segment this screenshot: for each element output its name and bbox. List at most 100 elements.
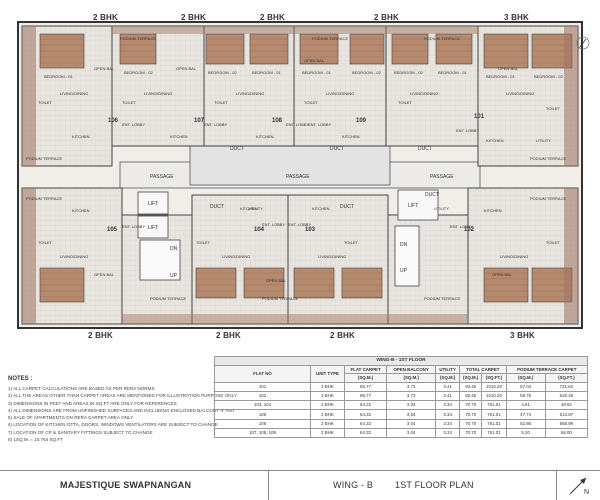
room-label: KITCHEN — [486, 138, 504, 143]
room-label: DN — [170, 246, 178, 252]
room-label: KITCHEN — [72, 134, 90, 139]
room-label: DUCT — [210, 204, 224, 210]
room-label: PODIUM TERRACE — [530, 156, 566, 161]
room-label: PASSAGE — [286, 174, 310, 180]
room-label: ENT. LOBBY — [122, 122, 145, 127]
table-cell: 56.00 — [544, 427, 589, 438]
room-label: PODIUM TERRACE — [150, 296, 186, 301]
table-cell: 3.34 — [435, 418, 461, 429]
room-label: LIVING/DINING — [222, 254, 250, 259]
column-header: UNIT TYPE — [310, 364, 345, 383]
room-label: TOILET — [122, 100, 136, 105]
room-label: DUCT — [418, 146, 432, 152]
room-label: LIFT — [148, 225, 158, 231]
table-cell: 513.87 — [544, 409, 589, 420]
flat-number: 101 — [474, 114, 485, 120]
unit-header: (SQ.M.) — [343, 373, 388, 383]
notes-block: NOTES : 1) ALL CARPET CALCULATIONS ARE B… — [8, 376, 237, 443]
table-cell: 106 — [214, 418, 311, 429]
note-item: 1) ALL CARPET CALCULATIONS ARE BASED AS … — [8, 386, 155, 391]
room-label: LIVING/DINING — [144, 91, 172, 96]
room-label: OPEN BAL — [304, 58, 325, 63]
table-cell: 86.77 — [343, 381, 388, 392]
unit-type-label: 3 BHK — [510, 331, 536, 340]
room-label: ENT. LOBBY — [288, 222, 311, 227]
room-label: OPEN BAL — [94, 66, 115, 71]
room-label: TOILET — [38, 100, 52, 105]
column-header: FLAT CARPET — [343, 364, 388, 375]
table-cell: 3.04 — [386, 400, 437, 411]
room-label: LIVING/DINING — [326, 91, 354, 96]
table-cell: 93.45 — [459, 381, 483, 392]
wing-label: WING - B — [333, 480, 374, 490]
divider — [268, 471, 269, 500]
table-cell: 568.99 — [544, 418, 589, 429]
table-cell: 64.32 — [343, 418, 388, 429]
flat-number: 107 — [194, 118, 205, 124]
table-cell: 70.70 — [459, 418, 483, 429]
table-cell: 47.74 — [505, 409, 546, 420]
room-label: PODIUM TERRACE — [312, 36, 348, 41]
column-header: OPEN BALCONY — [386, 364, 437, 375]
table-cell: 70.70 — [459, 409, 483, 420]
table-cell: 2 BHK — [310, 418, 345, 429]
room-label: LIVING/DINING — [410, 91, 438, 96]
bottom-flats — [21, 187, 579, 325]
table-cell: 632.49 — [544, 390, 589, 402]
unit-type-label: 2 BHK — [93, 13, 119, 22]
unit-type-label: 3 BHK — [504, 13, 530, 22]
table-cell: 761.01 — [481, 400, 507, 411]
room-label: LIFT — [408, 203, 418, 209]
room-label: BEDROOM - 01 — [44, 74, 73, 79]
project-name: MAJESTIQUE SWAPNANGAN — [60, 480, 192, 490]
room-label: ENT. LOBBY — [308, 122, 331, 127]
table-cell: 3.34 — [435, 400, 461, 411]
table-cell: 3.41 — [435, 390, 461, 402]
room-label: TOILET — [344, 240, 358, 245]
room-label: PODIUM TERRACE — [262, 296, 298, 301]
room-label: BEDROOM - 02 — [394, 70, 423, 75]
room-label: PASSAGE — [150, 174, 174, 180]
north-arrow-icon — [576, 36, 590, 50]
table-cell: 52.86 — [505, 418, 546, 429]
flat-number: 103 — [305, 227, 316, 233]
divider — [556, 471, 557, 500]
table-cell: 107, 108, 109 — [214, 427, 311, 438]
room-label: ENT. LOBBY — [262, 222, 285, 227]
room-label: KITCHEN — [72, 208, 90, 213]
table-cell: 3.04 — [386, 418, 437, 429]
table-cell: 64.32 — [343, 400, 388, 411]
unit-header: (SQ.M.) — [505, 373, 546, 383]
unit-header: (SQ.M.) — [435, 373, 461, 383]
table-cell: 58.76 — [505, 390, 546, 402]
unit-type-label: 2 BHK — [216, 331, 242, 340]
table-cell: 103, 104 — [214, 400, 311, 411]
room-label: LIVING/DINING — [60, 254, 88, 259]
notes-list: 1) ALL CARPET CALCULATIONS ARE BASED AS … — [8, 385, 237, 443]
room-label: PASSAGE — [430, 174, 454, 180]
room-label: UTILITY — [536, 138, 551, 143]
room-label: PODIUM TERRACE — [424, 36, 460, 41]
table-cell: 3.04 — [386, 409, 437, 420]
north-arrow-icon: N — [569, 477, 589, 496]
note-item: 5) SALE OF APARTMENTS ON RERA CARPET ARE… — [8, 415, 134, 421]
room-label: OPEN BAL — [498, 66, 519, 71]
room-label: BEDROOM - 01 — [486, 74, 515, 79]
table-cell: 101 — [214, 381, 311, 392]
room-label: ENT. LOBBY — [456, 128, 479, 133]
table-cell: 49.62 — [544, 400, 589, 411]
room-label: UP — [170, 273, 178, 279]
table-cell: 102 — [214, 390, 311, 402]
room-label: UTILITY — [248, 206, 263, 211]
room-label: LIFT — [148, 201, 158, 207]
top-flats — [21, 25, 579, 167]
unit-type-label: 2 BHK — [181, 13, 207, 22]
plan-labels: PASSAGE PASSAGE PASSAGE DUCT DUCT DUCT D… — [26, 36, 566, 301]
table-caption: WING-B - 1ST FLOOR — [214, 356, 588, 366]
room-label: BEDROOM - 01 — [252, 70, 281, 75]
room-label: DUCT — [425, 192, 439, 198]
